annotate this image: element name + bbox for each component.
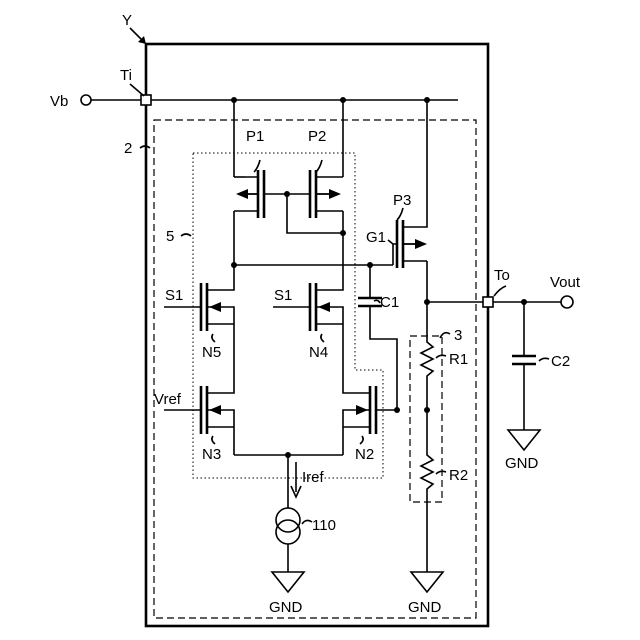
p2-leader — [316, 160, 322, 172]
c2-leader — [539, 358, 549, 361]
label-ti: Ti — [120, 67, 132, 84]
resistor-r2 — [421, 410, 433, 572]
c1-leader — [374, 300, 380, 303]
label-vout: Vout — [550, 274, 581, 291]
label-p3: P3 — [393, 192, 411, 209]
label-p2: P2 — [308, 128, 326, 145]
n4-leader — [321, 334, 324, 342]
junction — [340, 230, 346, 236]
label-vref: Vref — [154, 391, 182, 408]
tail-node — [234, 455, 343, 508]
transistor-n2 — [343, 386, 397, 455]
n5-leader — [212, 334, 215, 342]
junction — [285, 452, 291, 458]
label-vb: Vb — [50, 93, 68, 110]
label-n4: N4 — [309, 344, 328, 361]
label-y: Y — [122, 12, 132, 29]
label-r1: R1 — [449, 351, 468, 368]
label-c1: C1 — [380, 294, 399, 311]
n3-leader — [212, 436, 215, 444]
label-p1: P1 — [246, 128, 264, 145]
n2-leader — [360, 436, 363, 444]
label-s1-right: S1 — [274, 287, 292, 304]
p3-leader — [397, 208, 403, 220]
gnd-symbol-c2 — [508, 430, 540, 450]
ti-leader — [130, 84, 144, 96]
label-g1: G1 — [366, 229, 386, 246]
junction — [284, 191, 290, 197]
label-gnd-right: GND — [408, 599, 442, 616]
block-5-outline — [193, 153, 383, 478]
r2-leader — [436, 471, 446, 474]
label-gnd-left: GND — [269, 599, 303, 616]
transistor-p2 — [310, 100, 343, 265]
label-n5: N5 — [202, 344, 221, 361]
label-to: To — [494, 267, 510, 284]
label-gnd-c2: GND — [505, 455, 539, 472]
label-c2: C2 — [551, 353, 570, 370]
gnd-symbol-left — [272, 572, 304, 592]
vb-terminal — [81, 95, 151, 105]
r1-leader — [436, 355, 446, 358]
to-leader — [494, 286, 506, 296]
to-terminal — [483, 296, 573, 308]
resistor-r1 — [421, 302, 433, 410]
block-3-outline — [410, 336, 442, 502]
label-s1-left: S1 — [165, 287, 183, 304]
p1-p2-gate — [264, 194, 343, 233]
label-block-5: 5 — [166, 228, 174, 245]
capacitor-c1 — [358, 265, 397, 410]
gnd-symbol-right — [411, 572, 443, 592]
label-src110: 110 — [312, 517, 336, 534]
transistor-p1 — [234, 100, 264, 265]
iref-arrow — [291, 462, 301, 497]
label-r2: R2 — [449, 467, 468, 484]
label-n3: N3 — [202, 446, 221, 463]
block-5-leader — [181, 234, 191, 236]
src110-leader — [302, 520, 312, 524]
capacitor-c2 — [512, 302, 536, 430]
label-n2: N2 — [355, 446, 374, 463]
label-block-3: 3 — [454, 327, 462, 344]
label-block-2: 2 — [124, 140, 132, 157]
label-iref: Iref — [302, 469, 325, 486]
g1-leader — [388, 240, 393, 244]
transistor-n4 — [273, 265, 343, 390]
transistor-n5 — [164, 265, 234, 390]
current-source-110 — [276, 508, 300, 572]
